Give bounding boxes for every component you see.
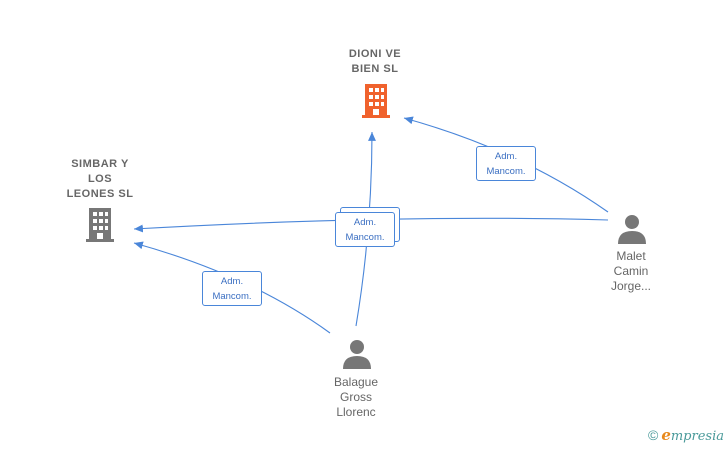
copyright-symbol: © xyxy=(647,427,659,443)
edge-label-malet-dioni-line1: Adm. xyxy=(494,151,518,162)
balague-person-icon[interactable] xyxy=(343,340,371,369)
edge-label-balague-simbar[interactable]: Adm. Mancom. xyxy=(202,271,262,306)
dioni-label-line1: DIONI VE xyxy=(348,48,402,60)
edge-label-center[interactable]: Adm. Mancom. xyxy=(335,212,395,247)
empresia-watermark: ©empresia xyxy=(648,426,724,444)
simbar-company-label[interactable]: SIMBAR Y LOS LEONES SL xyxy=(54,157,146,202)
dioni-company-label[interactable]: DIONI VE BIEN SL xyxy=(330,47,420,77)
edge-label-balague-simbar-line1: Adm. xyxy=(220,276,244,287)
edge-label-malet-dioni[interactable]: Adm. Mancom. xyxy=(476,146,536,181)
simbar-label-line1: SIMBAR Y xyxy=(71,158,129,170)
brand-initial: e xyxy=(661,426,671,444)
simbar-label-line3: LEONES SL xyxy=(66,188,134,200)
malet-label-line2: Camin xyxy=(613,264,649,278)
malet-label-line3: Jorge... xyxy=(610,279,652,293)
balague-label-line3: Llorenc xyxy=(336,405,376,419)
edge-label-malet-dioni-line2: Mancom. xyxy=(486,166,526,177)
simbar-label-line2: LOS xyxy=(87,173,113,185)
dioni-building-icon[interactable] xyxy=(362,84,390,118)
edge-label-center-line1: Adm. xyxy=(353,217,377,228)
balague-person-label[interactable]: Balague Gross Llorenc xyxy=(320,375,392,420)
dioni-label-line2: BIEN SL xyxy=(351,63,399,75)
edge-label-balague-simbar-line2: Mancom. xyxy=(212,291,252,302)
balague-label-line1: Balague xyxy=(333,375,379,389)
edge-label-center-line2: Mancom. xyxy=(345,232,385,243)
malet-person-icon[interactable] xyxy=(618,215,646,244)
malet-person-label[interactable]: Malet Camin Jorge... xyxy=(596,249,666,294)
simbar-building-icon[interactable] xyxy=(86,208,114,242)
balague-label-line2: Gross xyxy=(339,390,372,404)
brand-name: mpresia xyxy=(670,429,724,444)
malet-label-line1: Malet xyxy=(616,249,646,263)
